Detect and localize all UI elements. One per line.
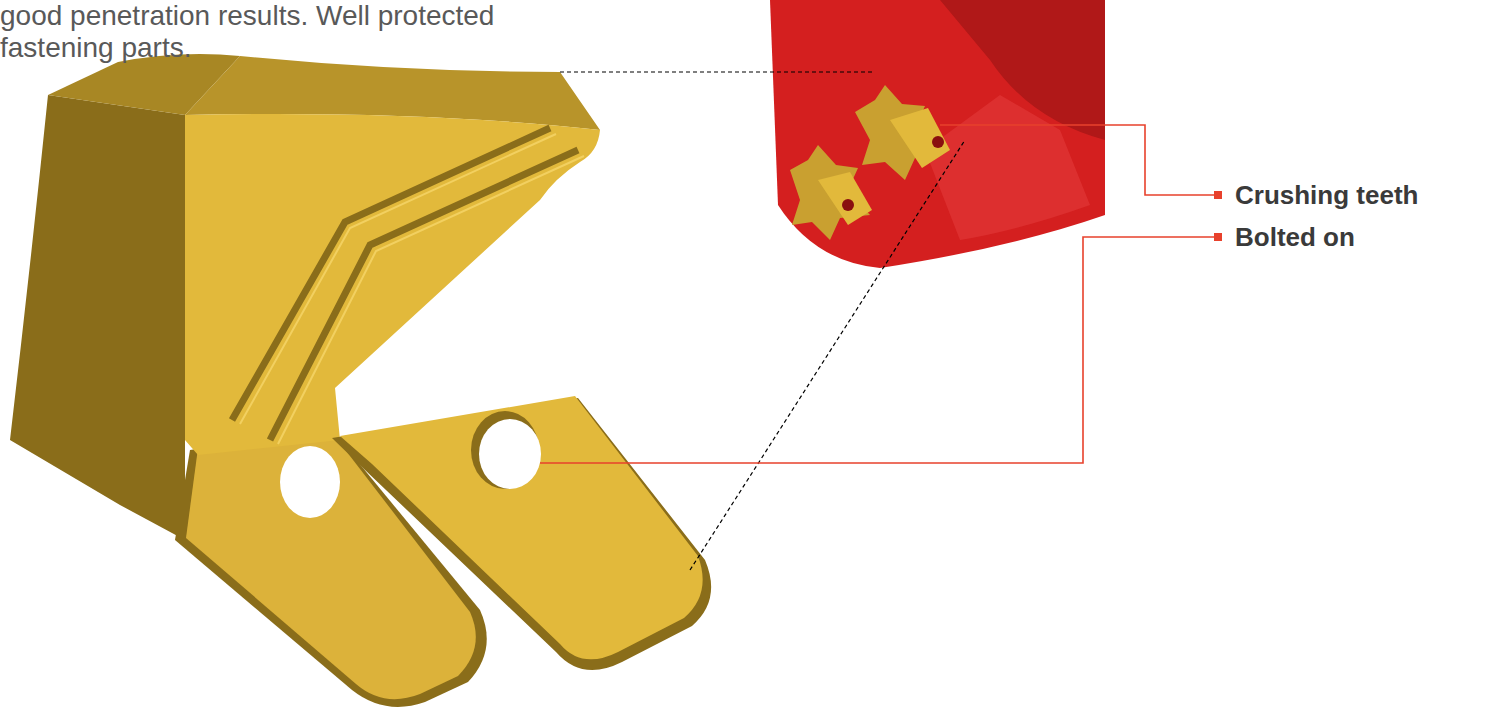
note-text: good penetration results. Well protected… [0,0,600,64]
crushing-tooth [10,54,711,707]
leader-line [940,125,1216,195]
part-label: Crushing teeth [1235,180,1480,210]
jaw-inset [770,0,1105,268]
part-label: Bolted on [1235,222,1480,252]
leader-line [540,237,1216,463]
zoom-line [560,71,872,72]
zoom-line [690,140,965,570]
leader-marker [1214,233,1222,241]
leader-marker [1214,191,1222,199]
